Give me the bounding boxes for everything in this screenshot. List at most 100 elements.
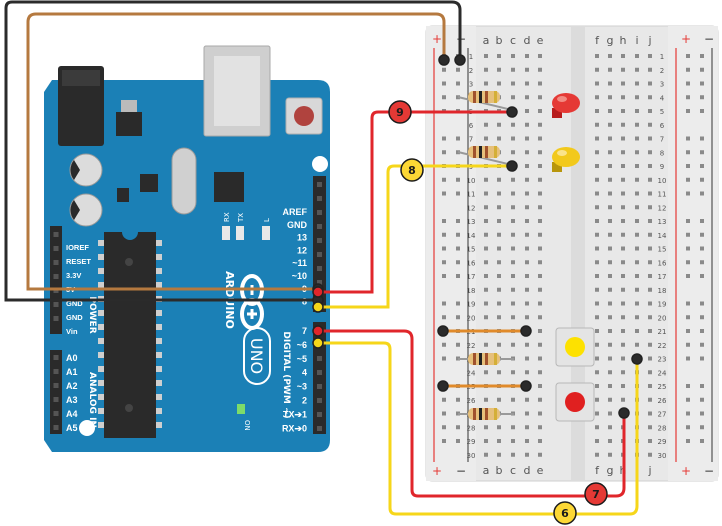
digital-pin-label-upper-4: ~11	[292, 258, 307, 268]
rail-plus-bottom-left: +	[432, 464, 442, 478]
breadboard-hole	[525, 315, 529, 320]
breadboard-hole	[635, 136, 639, 141]
rail-hole	[700, 384, 704, 388]
breadboard-hole	[621, 205, 625, 210]
rail-minus-bottom-left: −	[456, 464, 466, 478]
breadboard-hole	[525, 109, 529, 113]
breadboard-hole	[648, 205, 652, 210]
digital-pin-label-upper-0: AREF	[283, 207, 308, 217]
row-number: 21	[658, 328, 667, 336]
breadboard-hole	[538, 122, 542, 127]
breadboard-hole	[538, 356, 542, 361]
breadboard-hole	[648, 370, 652, 375]
rail-hole	[442, 425, 446, 430]
column-label-c-top: c	[510, 34, 516, 47]
breadboard-hole	[621, 136, 625, 141]
chip-leg	[156, 282, 162, 288]
wire-pin9-red	[318, 110, 512, 294]
reset-button-cap[interactable]	[294, 106, 314, 126]
rail-plus-bottom-right: +	[681, 464, 691, 478]
arduino-uno: RX TX L ARDUINO UNO DIGITAL (PWM ~) POWE…	[44, 45, 330, 452]
breadboard-hole	[608, 219, 612, 223]
breadboard-hole	[595, 219, 599, 223]
digital-pin-label-lower-6: TX➔1	[283, 409, 307, 419]
row-number: 3	[660, 81, 664, 89]
push-button-red[interactable]	[555, 382, 595, 422]
chip-leg	[98, 408, 104, 414]
row-number: 10	[658, 177, 667, 185]
rail-hole	[456, 274, 460, 278]
resistor-band	[479, 146, 482, 158]
led-yellow-dome	[552, 147, 580, 167]
breadboard-hole	[525, 411, 529, 416]
rail-hole	[686, 411, 690, 416]
rail-hole	[686, 356, 690, 361]
resistor-band	[494, 353, 497, 365]
analog-pin-label-5: A5	[66, 423, 78, 433]
row-number: 28	[658, 424, 667, 432]
rail-hole	[700, 54, 704, 58]
resistor-band	[494, 91, 497, 103]
header-pin	[317, 196, 322, 201]
rail-hole	[442, 260, 446, 265]
breadboard-hole	[497, 81, 501, 86]
resistor-band	[485, 408, 488, 420]
rail-hole	[456, 191, 460, 196]
chip-leg	[156, 422, 162, 428]
button-red-cap[interactable]	[565, 392, 585, 412]
breadboard-hole	[497, 301, 501, 306]
breadboard-hole	[538, 150, 542, 155]
resistor-3	[458, 353, 514, 365]
breadboard-hole	[595, 205, 599, 210]
breadboard-hole	[635, 287, 639, 292]
analog-header	[50, 350, 62, 434]
rail-hole	[456, 136, 460, 141]
row-number: 6	[660, 122, 665, 130]
breadboard-hole	[621, 274, 625, 278]
row-number: 29	[658, 438, 667, 446]
breadboard-hole	[621, 397, 625, 402]
breadboard-hole	[595, 411, 599, 416]
resistor-band	[473, 146, 476, 158]
breadboard-hole	[511, 274, 515, 278]
breadboard-hole	[497, 136, 501, 141]
rail-hole	[442, 397, 446, 402]
header-pin	[53, 274, 59, 279]
breadboard-hole	[595, 191, 599, 196]
rail-hole	[686, 219, 690, 223]
breadboard-hole	[648, 150, 652, 155]
rail-hole	[456, 67, 460, 72]
chip-leg	[98, 352, 104, 358]
breadboard-hole	[635, 301, 639, 306]
column-label-i-top: i	[635, 34, 638, 47]
breadboard-hole	[538, 246, 542, 251]
push-button-yellow[interactable]	[555, 327, 595, 367]
badge-9-label: 9	[396, 106, 404, 119]
breadboard-hole	[595, 122, 599, 127]
l-led	[262, 226, 270, 240]
row-number: 22	[467, 342, 476, 350]
wire-endpoint	[631, 353, 643, 365]
breadboard-hole	[608, 177, 612, 182]
breadboard-hole	[538, 109, 542, 113]
analog-pin-label-4: A4	[66, 409, 78, 419]
breadboard-hole	[595, 301, 599, 306]
row-number: 26	[467, 397, 476, 405]
wire-endpoint	[520, 325, 532, 337]
dc-jack-top	[62, 70, 100, 86]
rail-hole	[442, 191, 446, 196]
l-label: L	[263, 218, 271, 222]
breadboard-hole	[525, 177, 529, 182]
breadboard-hole	[525, 67, 529, 72]
row-number: 20	[467, 314, 476, 322]
rx-label: RX	[223, 212, 231, 222]
breadboard-hole	[608, 370, 612, 375]
button-yellow-cap[interactable]	[565, 337, 585, 357]
rail-hole	[686, 274, 690, 278]
digital-pin-label-upper-7: 8	[302, 297, 307, 307]
breadboard-hole	[608, 109, 612, 113]
breadboard-hole	[497, 287, 501, 292]
breadboard-hole	[595, 342, 599, 347]
row-number: 12	[658, 204, 667, 212]
breadboard-hole	[525, 95, 529, 100]
